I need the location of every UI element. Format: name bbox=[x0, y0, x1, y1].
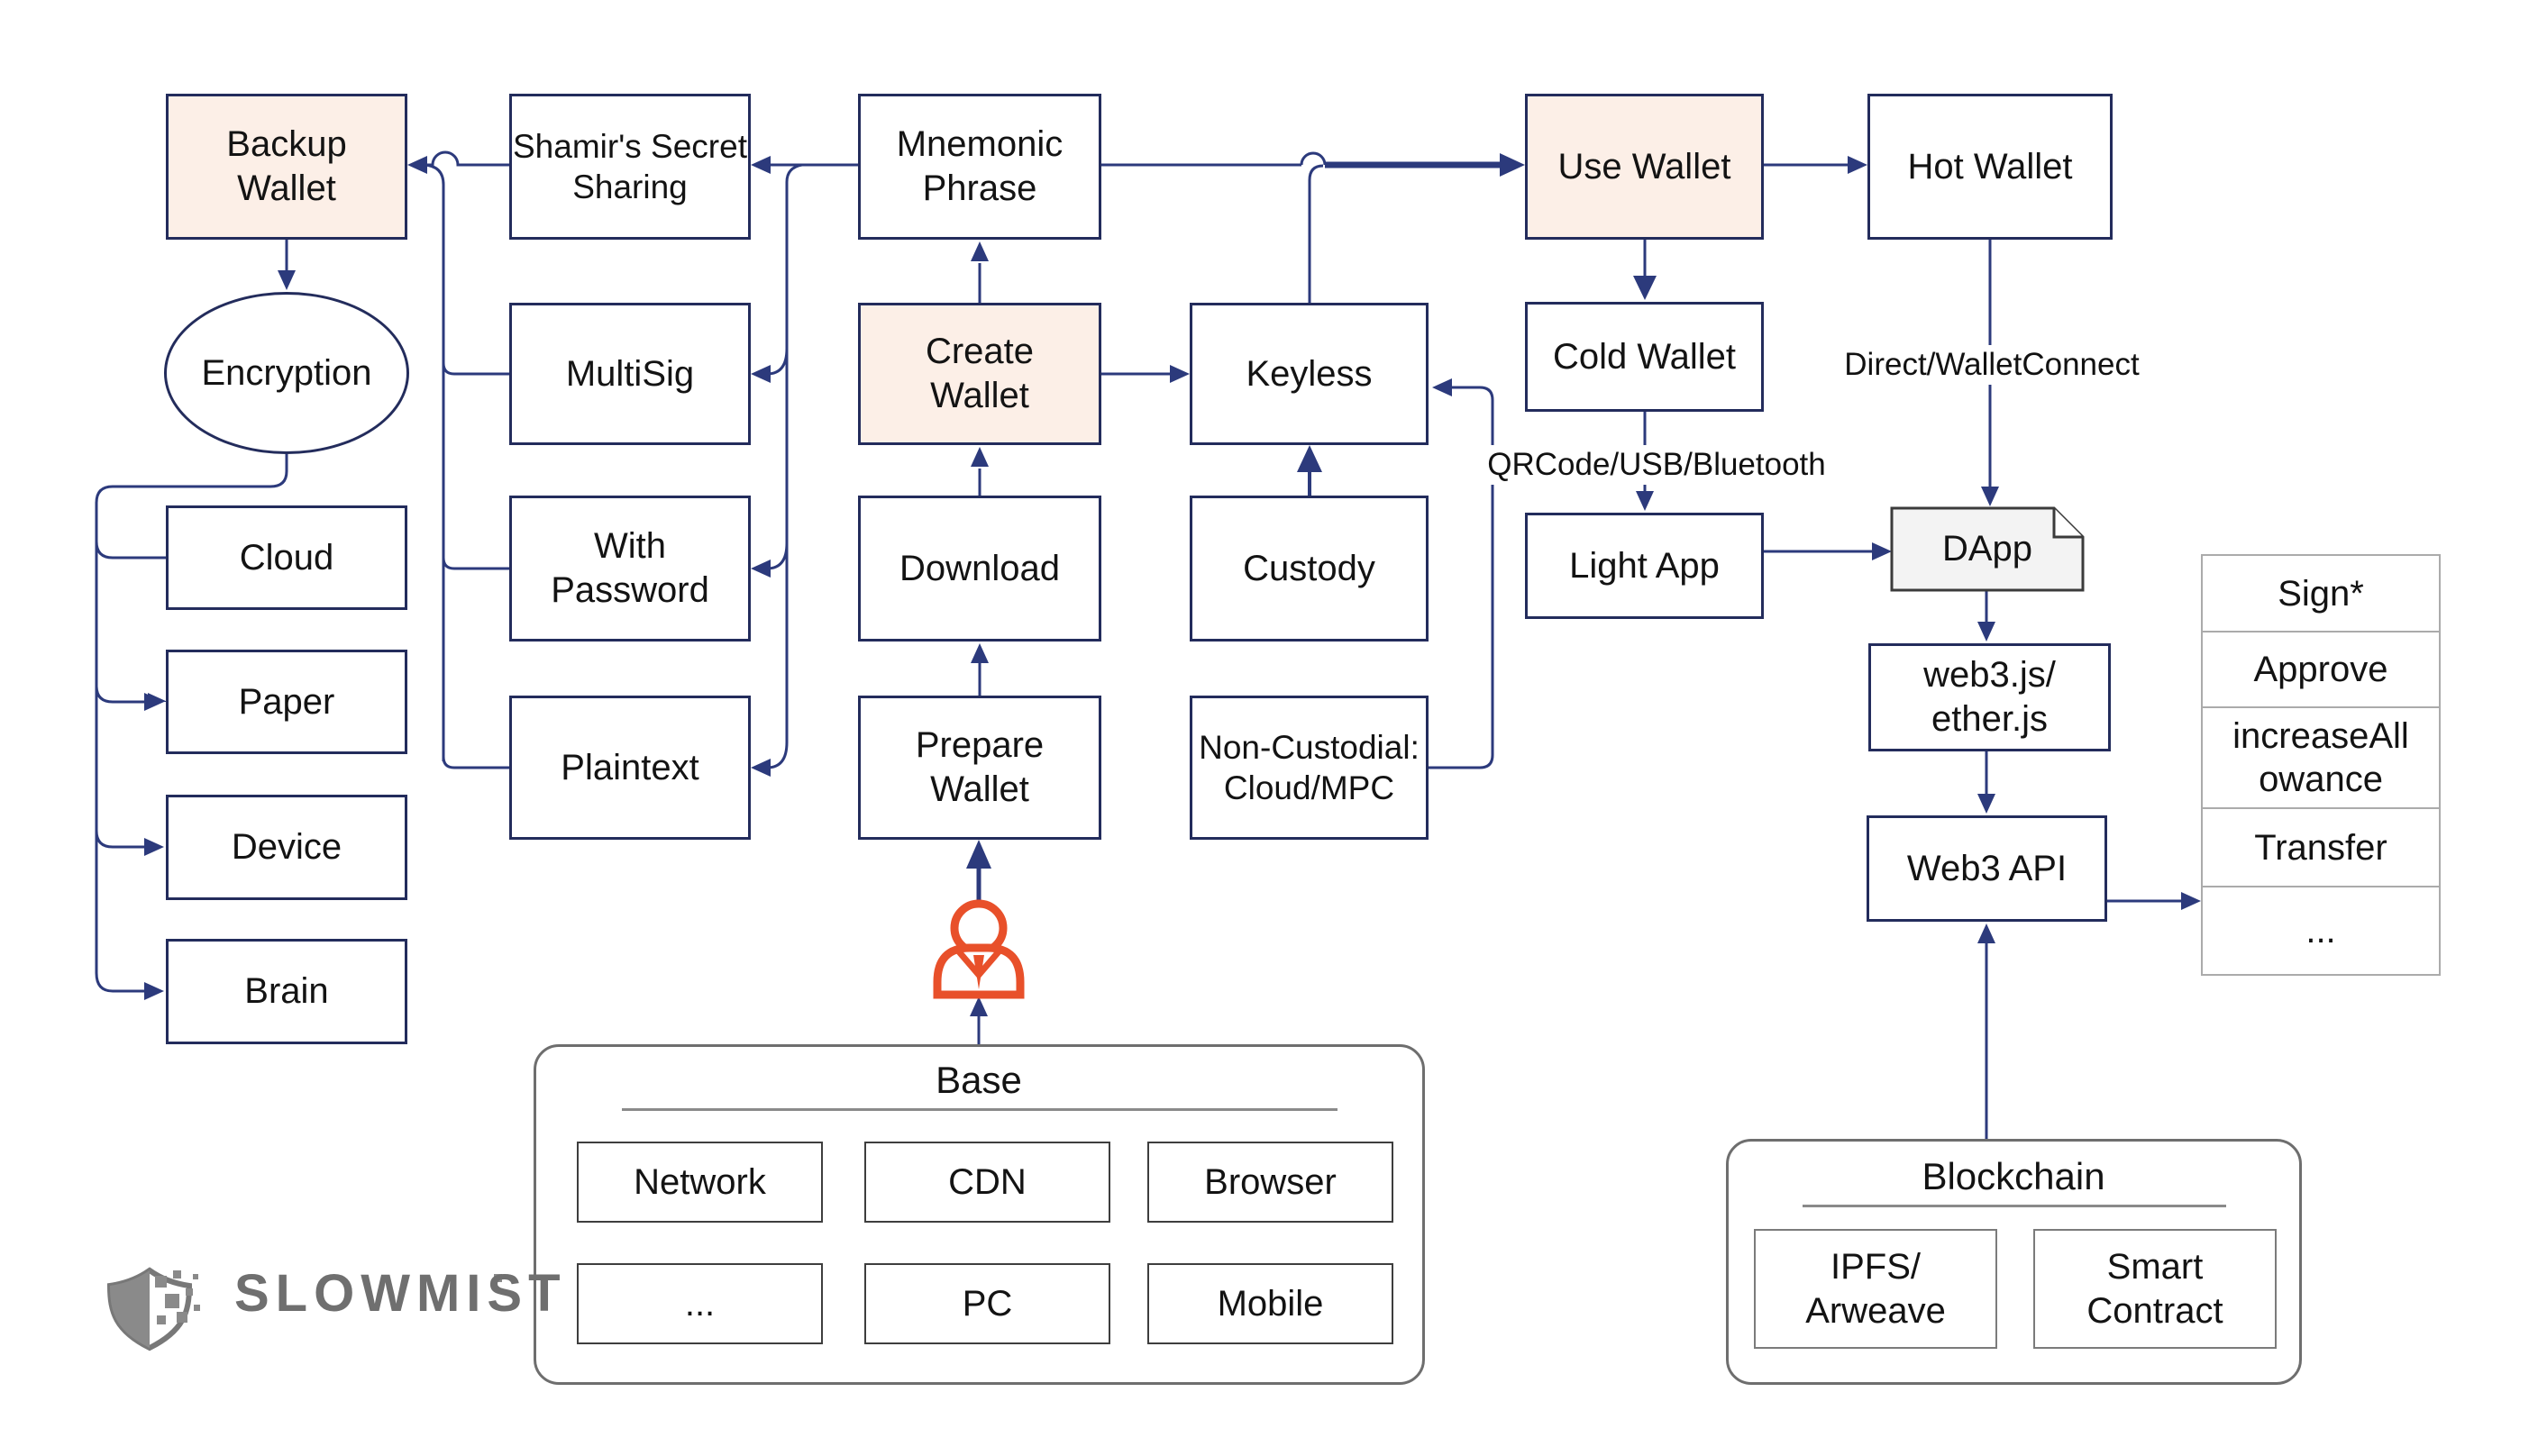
node-keyless: Keyless bbox=[1190, 303, 1429, 445]
node-device: Device bbox=[166, 795, 407, 900]
table-row-approve: Approve bbox=[2203, 632, 2439, 708]
edge-withpassword-trunk-b bbox=[442, 557, 509, 570]
node-use-wallet: Use Wallet bbox=[1525, 94, 1764, 240]
node-cdn: CDN bbox=[864, 1142, 1110, 1223]
user-icon bbox=[933, 899, 1025, 999]
edge-label-direct-walletconnect: Direct/WalletConnect bbox=[1835, 345, 2149, 385]
node-pc: PC bbox=[864, 1263, 1110, 1344]
node-hot-wallet: Hot Wallet bbox=[1867, 94, 2113, 240]
dapp-note-shape bbox=[1890, 506, 2085, 592]
edge-keyless-up bbox=[1308, 164, 1324, 303]
edge-noncustodial-keyless bbox=[1429, 386, 1494, 769]
node-shamir-secret-sharing: Shamir's Secret Sharing bbox=[509, 94, 751, 240]
slowmist-logo: SLOWMIST bbox=[101, 1263, 567, 1324]
node-dapp: DApp bbox=[1941, 529, 2033, 569]
node-brain: Brain bbox=[166, 939, 407, 1044]
edge-plaintext-trunk-b bbox=[442, 756, 509, 769]
edge-encryption-brain bbox=[95, 972, 148, 993]
base-group-title: Base bbox=[936, 1059, 1022, 1101]
blockchain-group-divider bbox=[1803, 1205, 2226, 1207]
node-web3-api: Web3 API bbox=[1867, 815, 2107, 922]
node-light-app: Light App bbox=[1525, 513, 1764, 619]
node-web3js: web3.js/ ether.js bbox=[1868, 643, 2111, 751]
node-backup-wallet: Backup Wallet bbox=[166, 94, 407, 240]
node-create-wallet: Create Wallet bbox=[858, 303, 1101, 445]
edge-shamir-backup bbox=[420, 150, 509, 167]
table-row-sign: Sign* bbox=[2203, 556, 2439, 632]
web3-api-method-table: Sign* Approve increaseAll owance Transfe… bbox=[2201, 554, 2441, 976]
node-custody: Custody bbox=[1190, 496, 1429, 642]
edge-hop-arc bbox=[1300, 151, 1327, 166]
node-with-password: With Password bbox=[509, 496, 751, 642]
node-encryption: Encryption bbox=[164, 292, 409, 454]
node-plaintext: Plaintext bbox=[509, 696, 751, 840]
edge-label-qrcode-usb-bluetooth: QRCode/USB/Bluetooth bbox=[1478, 445, 1835, 485]
table-row-transfer: Transfer bbox=[2203, 809, 2439, 887]
arrowheads bbox=[144, 153, 2201, 1016]
node-mnemonic-phrase: Mnemonic Phrase bbox=[858, 94, 1101, 240]
base-group-divider bbox=[622, 1108, 1337, 1111]
edge-trunk-a bbox=[766, 163, 803, 769]
slowmist-shield-icon bbox=[106, 1267, 502, 1351]
node-cloud: Cloud bbox=[166, 505, 407, 610]
node-multisig: MultiSig bbox=[509, 303, 751, 445]
node-ipfs-arweave: IPFS/ Arweave bbox=[1754, 1229, 1997, 1349]
logo-trademark-dot bbox=[494, 1274, 502, 1282]
slowmist-logo-text: SLOWMIST bbox=[234, 1264, 567, 1323]
node-mobile: Mobile bbox=[1147, 1263, 1393, 1344]
edge-multisig-trunk-b bbox=[442, 362, 509, 376]
node-prepare-wallet: Prepare Wallet bbox=[858, 696, 1101, 840]
edge-encryption-paper bbox=[95, 685, 148, 704]
node-network: Network bbox=[577, 1142, 823, 1223]
node-smart-contract: Smart Contract bbox=[2033, 1229, 2277, 1349]
node-cold-wallet: Cold Wallet bbox=[1525, 302, 1764, 412]
edge-encryption-device bbox=[95, 830, 148, 849]
node-base-more: ... bbox=[577, 1263, 823, 1344]
edge-trunk-b-backup bbox=[423, 163, 445, 761]
node-browser: Browser bbox=[1147, 1142, 1393, 1223]
node-non-custodial: Non-Custodial: Cloud/MPC bbox=[1190, 696, 1429, 840]
node-download: Download bbox=[858, 496, 1101, 642]
blockchain-group-title: Blockchain bbox=[1922, 1155, 2105, 1197]
edge-encryption-cloud bbox=[95, 541, 166, 560]
table-row-more: ... bbox=[2305, 910, 2336, 951]
node-paper: Paper bbox=[166, 650, 407, 754]
table-row-increase-allowance: increaseAll owance bbox=[2203, 708, 2439, 809]
edge-encryption-trunk bbox=[95, 454, 288, 973]
